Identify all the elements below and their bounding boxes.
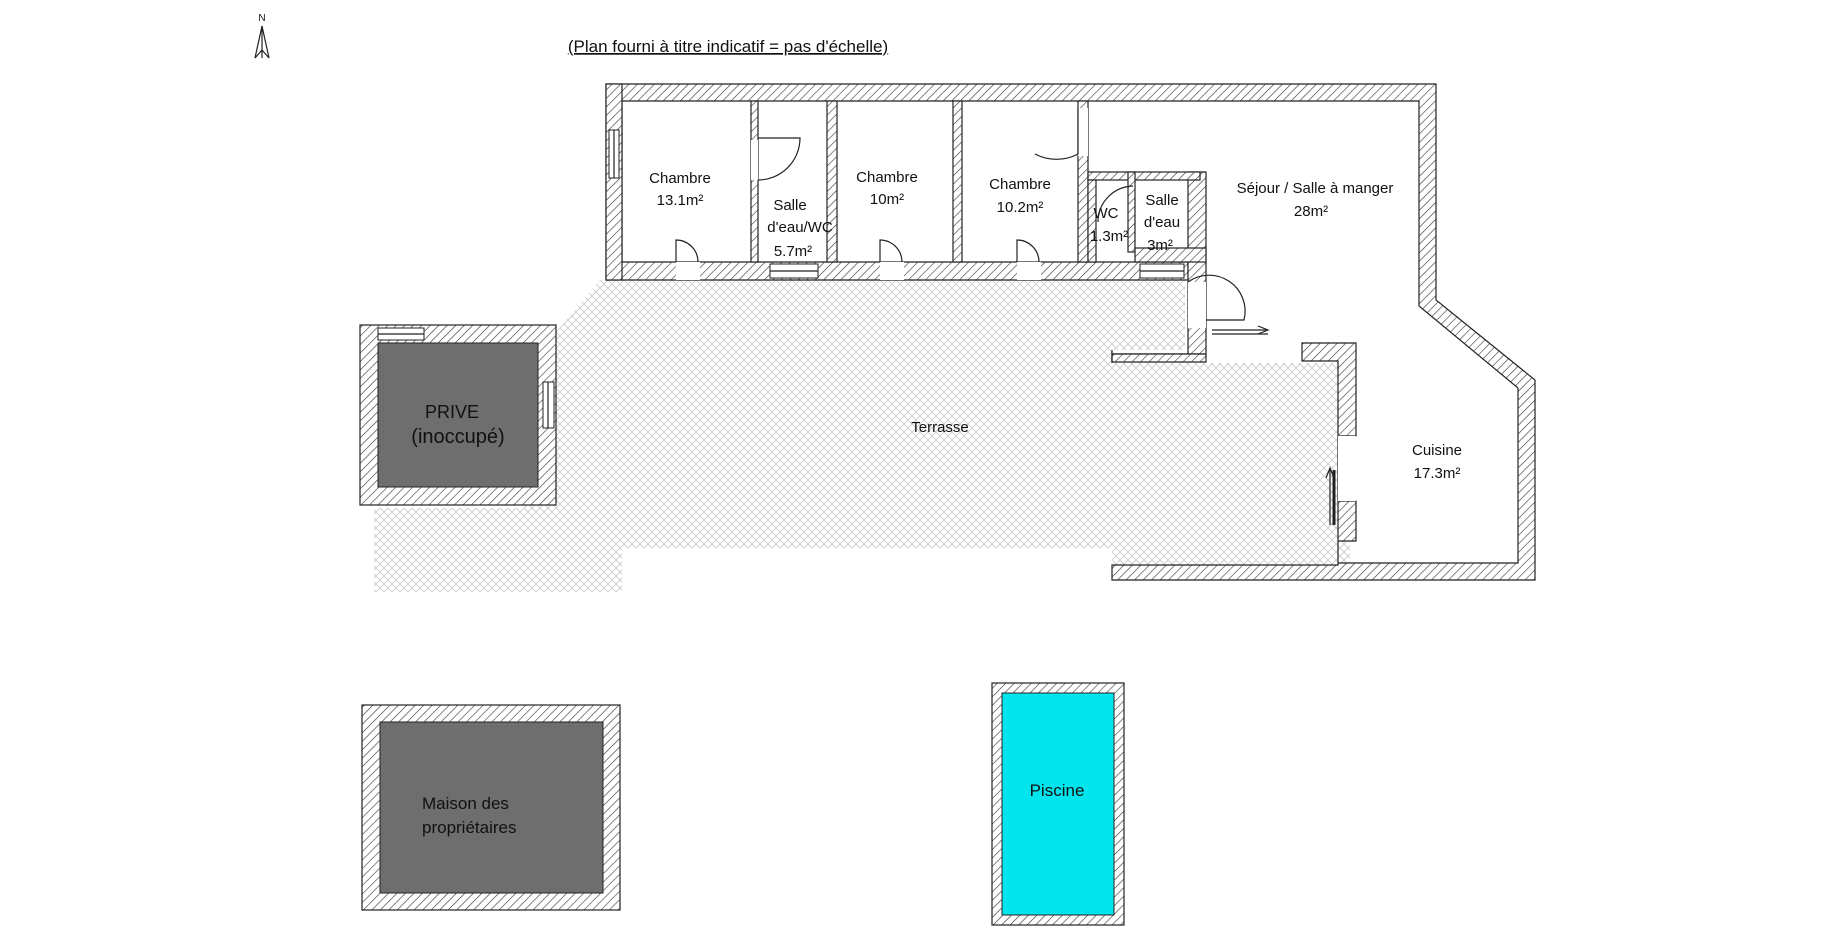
terrasse-area: [374, 280, 1350, 592]
prive-building: [359, 324, 557, 506]
maison-proprietaires: [361, 704, 621, 911]
cuisine-name: Cuisine: [1412, 442, 1462, 459]
salle-eau-wc-area: 5.7m²: [774, 243, 812, 260]
salle-eau-wc-name1: Salle: [773, 197, 806, 214]
room-labels: Chambre 13.1m² Salle d'eau/WC 5.7m² Cham…: [411, 169, 1462, 837]
sejour-name: Séjour / Salle à manger: [1237, 180, 1394, 197]
chambre1-area: 13.1m²: [657, 192, 704, 209]
maison-name2: propriétaires: [422, 818, 517, 837]
chambre1-name: Chambre: [649, 170, 711, 187]
piscine: [991, 682, 1125, 926]
sejour-area: 28m²: [1294, 203, 1328, 220]
wc-name: WC: [1094, 205, 1119, 222]
windows: [608, 129, 1185, 279]
piscine-name: Piscine: [1030, 781, 1085, 800]
chambre2-name: Chambre: [856, 169, 918, 186]
wc-area: 1.3m²: [1090, 228, 1128, 245]
prive-name2: (inoccupé): [411, 426, 504, 448]
door-openings: [676, 108, 1356, 501]
scale-note: (Plan fourni à titre indicatif = pas d'é…: [568, 37, 888, 56]
chambre3-name: Chambre: [989, 176, 1051, 193]
maison-name1: Maison des: [422, 794, 509, 813]
north-arrow-icon: N: [254, 13, 270, 59]
salle-eau-name2: d'eau: [1144, 214, 1180, 231]
salle-eau-area: 3m²: [1147, 237, 1173, 254]
door-swings: [675, 108, 1336, 525]
terrasse-name: Terrasse: [911, 419, 969, 436]
cuisine-area: 17.3m²: [1414, 465, 1461, 482]
prive-name1: PRIVE: [425, 402, 479, 422]
chambre2-area: 10m²: [870, 191, 904, 208]
north-label: N: [258, 13, 265, 24]
chambre3-area: 10.2m²: [997, 199, 1044, 216]
salle-eau-name1: Salle: [1145, 192, 1178, 209]
salle-eau-wc-name2: d'eau/WC: [767, 219, 833, 236]
